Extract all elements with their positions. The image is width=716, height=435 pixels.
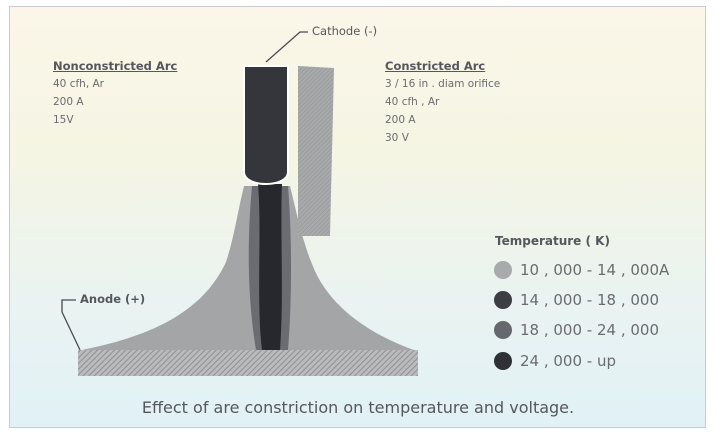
legend-swatch-icon bbox=[494, 352, 512, 370]
constricting-nozzle bbox=[298, 66, 334, 236]
legend-item: 18 , 000 - 24 , 000 bbox=[494, 319, 659, 341]
nonconstricted-voltage: 15V bbox=[53, 114, 74, 126]
cathode-electrode bbox=[243, 65, 289, 185]
arc-core bbox=[258, 184, 282, 350]
constricted-voltage: 30 V bbox=[385, 132, 409, 144]
legend-label: 14 , 000 - 18 , 000 bbox=[520, 291, 659, 309]
legend-item: 24 , 000 - up bbox=[494, 350, 616, 372]
legend-item: 10 , 000 - 14 , 000A bbox=[494, 259, 669, 281]
nonconstricted-heading: Nonconstricted Arc bbox=[53, 59, 178, 73]
constricted-flow: 40 cfh , Ar bbox=[385, 96, 440, 108]
anode-leader-line bbox=[61, 299, 81, 351]
anode-plate bbox=[78, 350, 418, 376]
legend-title: Temperature ( K) bbox=[495, 234, 610, 248]
constricted-heading: Constricted Arc bbox=[385, 59, 486, 73]
legend-swatch-icon bbox=[494, 321, 512, 339]
nonconstricted-flow: 40 cfh, Ar bbox=[53, 78, 104, 90]
figure-caption: Effect of are constriction on temperatur… bbox=[141, 398, 575, 417]
cathode-label: Cathode (-) bbox=[312, 24, 378, 38]
legend-label: 18 , 000 - 24 , 000 bbox=[520, 321, 659, 339]
anode-label: Anode (+) bbox=[80, 292, 146, 306]
legend-swatch-icon bbox=[494, 261, 512, 279]
legend-swatch-icon bbox=[494, 291, 512, 309]
constricted-orifice: 3 / 16 in . diam orifice bbox=[385, 78, 501, 90]
cathode-leader-line bbox=[265, 31, 308, 63]
legend-label: 10 , 000 - 14 , 000A bbox=[520, 261, 670, 279]
legend-label: 24 , 000 - up bbox=[520, 352, 616, 370]
legend-item: 14 , 000 - 18 , 000 bbox=[494, 289, 659, 311]
outer-plume-zone bbox=[82, 186, 414, 350]
constricted-current: 200 A bbox=[385, 114, 416, 126]
nonconstricted-current: 200 A bbox=[53, 96, 84, 108]
